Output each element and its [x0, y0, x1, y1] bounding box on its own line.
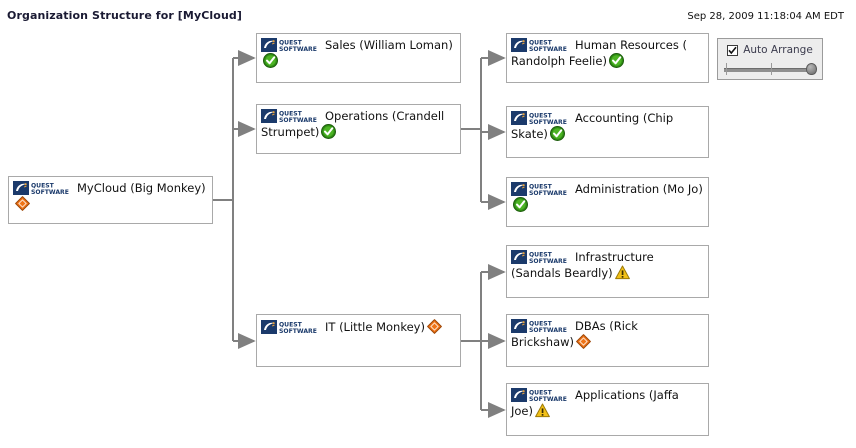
svg-text:QUEST: QUEST	[529, 113, 553, 120]
checkbox-checked-icon[interactable]	[727, 44, 739, 56]
org-node-label: DBAs (Rick Brickshaw)	[511, 319, 638, 349]
slider-tick-mid	[771, 63, 772, 75]
org-node-label: Sales (William Loman)	[325, 38, 453, 52]
svg-text:SOFTWARE: SOFTWARE	[529, 190, 567, 196]
status-critical-icon	[15, 196, 30, 211]
svg-text:QUEST: QUEST	[279, 40, 303, 47]
slider-thumb[interactable]	[806, 63, 817, 75]
svg-text:SOFTWARE: SOFTWARE	[529, 46, 567, 52]
auto-arrange-label: Auto Arrange	[743, 44, 813, 56]
slider-track	[724, 68, 816, 72]
status-warning-icon	[535, 403, 550, 418]
org-node-label: Accounting (Chip Skate)	[511, 111, 674, 141]
status-ok-icon	[549, 126, 565, 141]
svg-text:QUEST: QUEST	[529, 184, 553, 191]
org-node-label: Infrastructure (Sandals Beardly)	[511, 250, 654, 280]
svg-text:QUEST: QUEST	[31, 183, 55, 190]
page-title: Organization Structure for [MyCloud]	[7, 9, 242, 22]
org-node-label: Applications (Jaffa Joe)	[511, 388, 679, 418]
svg-text:SOFTWARE: SOFTWARE	[529, 119, 567, 125]
org-node-label: Human Resources ( Randolph Feelie)	[511, 38, 688, 68]
status-warning-icon	[614, 265, 630, 280]
svg-text:SOFTWARE: SOFTWARE	[529, 327, 567, 333]
connector-trunk	[213, 58, 234, 341]
svg-text:QUEST: QUEST	[529, 390, 553, 397]
svg-text:QUEST: QUEST	[279, 322, 303, 329]
slider-tick-min	[726, 63, 727, 75]
connector-trunk	[461, 272, 482, 410]
svg-text:SOFTWARE: SOFTWARE	[279, 328, 317, 334]
org-node-label: Operations (Crandell Strumpet)	[261, 109, 445, 139]
status-ok-icon	[513, 197, 528, 212]
org-node-label: MyCloud (Big Monkey)	[77, 181, 206, 195]
connector-trunk	[461, 58, 482, 202]
svg-text:SOFTWARE: SOFTWARE	[31, 189, 69, 195]
status-critical-icon	[427, 319, 442, 334]
status-ok-icon	[608, 53, 624, 68]
svg-text:SOFTWARE: SOFTWARE	[279, 117, 317, 123]
svg-text:SOFTWARE: SOFTWARE	[529, 258, 567, 264]
status-ok-icon	[321, 124, 337, 139]
org-node-label: IT (Little Monkey)	[325, 320, 425, 334]
timestamp: Sep 28, 2009 11:18:04 AM EDT	[687, 11, 844, 22]
org-node-label: Administration (Mo Jo)	[575, 182, 703, 196]
svg-text:SOFTWARE: SOFTWARE	[279, 46, 317, 52]
status-ok-icon	[263, 53, 278, 68]
status-critical-icon	[576, 334, 591, 349]
svg-text:QUEST: QUEST	[529, 252, 553, 259]
svg-text:QUEST: QUEST	[529, 321, 553, 328]
svg-text:QUEST: QUEST	[529, 40, 553, 47]
svg-text:QUEST: QUEST	[279, 111, 303, 118]
svg-text:SOFTWARE: SOFTWARE	[529, 396, 567, 402]
auto-arrange-checkbox-row[interactable]: Auto Arrange	[718, 40, 822, 60]
auto-arrange-panel: Auto Arrange	[717, 38, 823, 80]
auto-arrange-slider[interactable]	[724, 60, 817, 78]
